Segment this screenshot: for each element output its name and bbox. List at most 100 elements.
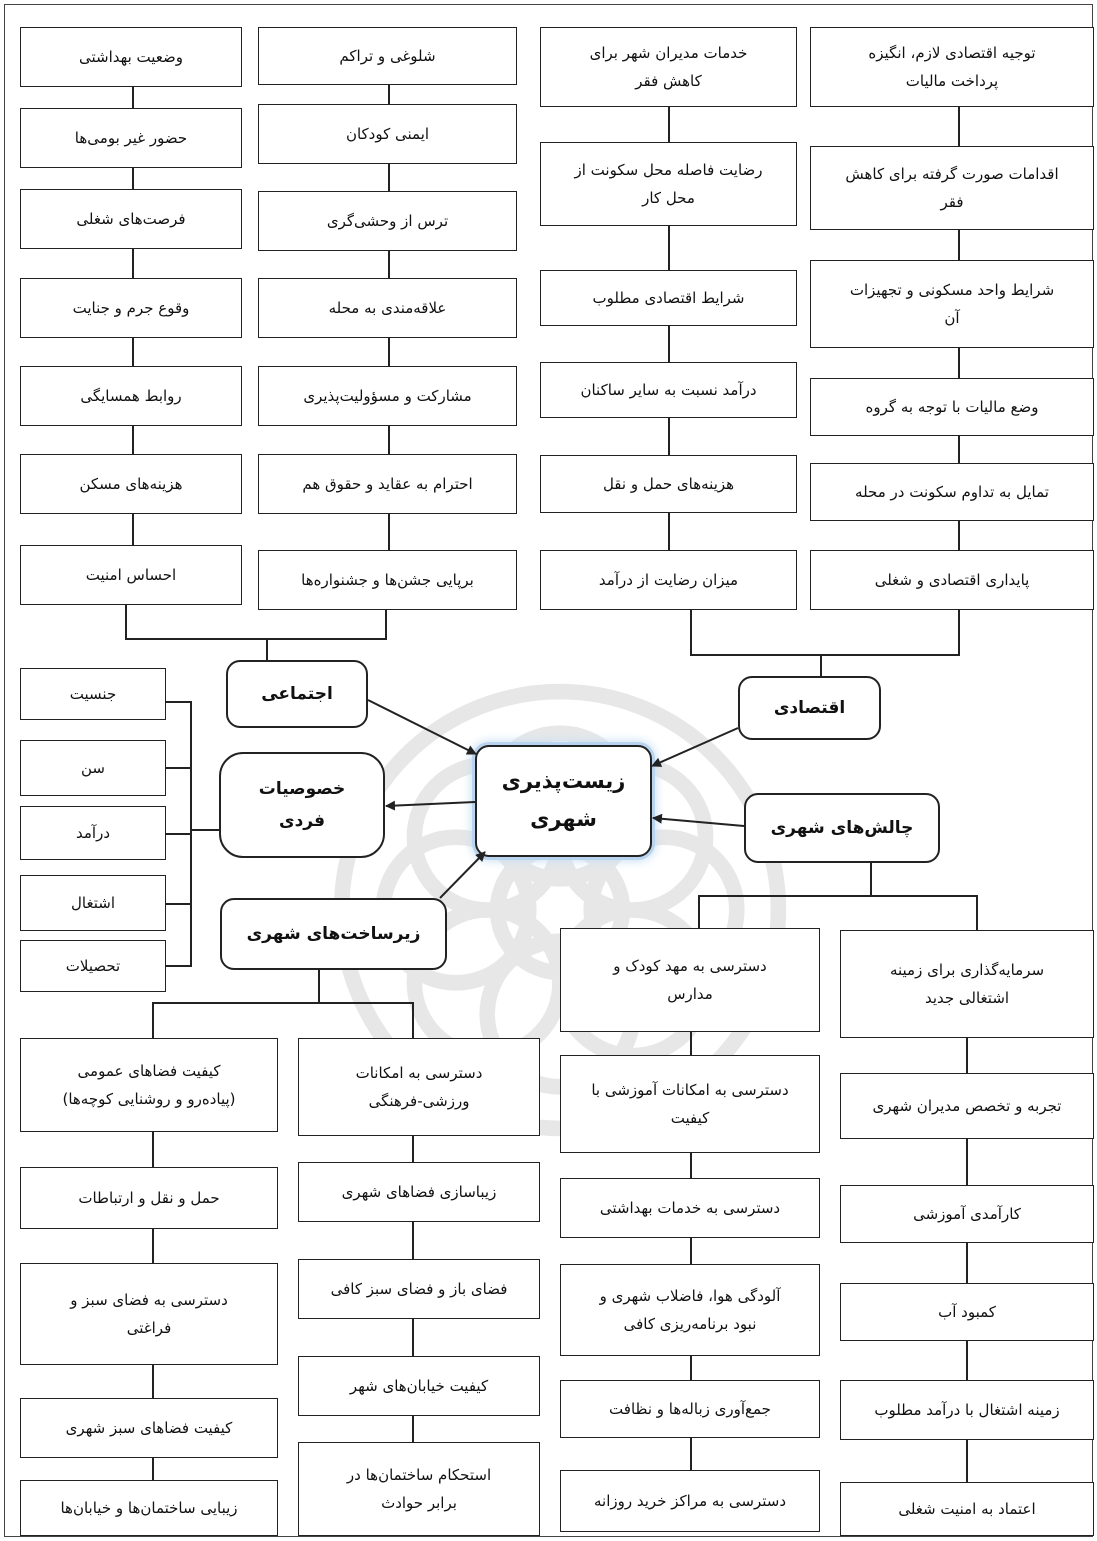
connector: [690, 654, 960, 656]
social-item-4: وقوع جرم و جنایت: [20, 278, 242, 338]
social-item-3: فرصت‌های شغلی: [20, 189, 242, 249]
connector: [958, 436, 960, 463]
infrastructure-item-6: دسترسی به امکانات ورزشی-فرهنگی: [298, 1038, 540, 1136]
infrastructure-item-9: کیفیت خیابان‌های شهر: [298, 1356, 540, 1416]
hub-social: اجتماعی: [226, 660, 368, 728]
connector: [966, 1139, 968, 1185]
challenge-item-3: دسترسی به خدمات بهداشتی: [560, 1178, 820, 1238]
challenge-item-8: تجربه و تخصص مدیران شهری: [840, 1073, 1094, 1139]
challenge-item-6: دسترسی به مراکز خرید روزانه: [560, 1470, 820, 1532]
connector: [668, 513, 670, 550]
connector: [388, 514, 390, 550]
connector: [132, 514, 134, 545]
connector: [385, 610, 387, 640]
connector: [698, 895, 700, 928]
connector: [152, 1365, 154, 1398]
economic-item-11: تمایل به تداوم سکونت در محله: [810, 463, 1094, 521]
arrow-infrastructure-to-center: [439, 851, 486, 899]
connector: [166, 965, 192, 967]
connector: [976, 895, 978, 930]
connector: [690, 1153, 692, 1178]
hub-challenges: چالش‌های شهری: [744, 793, 940, 863]
infrastructure-item-2: حمل و نقل و ارتباطات: [20, 1167, 278, 1229]
connector: [166, 701, 192, 703]
hub-individual: خصوصیات فردی: [219, 752, 385, 858]
infrastructure-item-5: زیبایی ساختمان‌ها و خیابان‌ها: [20, 1480, 278, 1536]
connector: [958, 610, 960, 656]
connector: [690, 1438, 692, 1470]
economic-item-2: رضایت فاصله محل سکونت از محل کار: [540, 142, 797, 226]
connector: [132, 168, 134, 189]
connector: [125, 605, 127, 640]
connector: [958, 348, 960, 378]
connector: [125, 638, 387, 640]
connector: [166, 833, 192, 835]
social-item-7: احساس امنیت: [20, 545, 242, 605]
connector: [870, 863, 872, 897]
connector: [958, 521, 960, 550]
connector: [690, 1238, 692, 1264]
challenge-item-7: سرمایه‌گذاری برای زمینه اشتغالی جدید: [840, 930, 1094, 1038]
economic-item-12: پایداری اقتصادی و شغلی: [810, 550, 1094, 610]
connector: [388, 426, 390, 454]
infrastructure-item-7: زیباسازی فضاهای شهری: [298, 1162, 540, 1222]
challenge-item-5: جمع‌آوری زباله‌ها و نظافت: [560, 1380, 820, 1438]
hub-economic: اقتصادی: [738, 676, 881, 740]
connector: [966, 1038, 968, 1073]
connector: [668, 107, 670, 142]
economic-item-1: خدمات مدیران شهر برای کاهش فقر: [540, 27, 797, 107]
social-item-14: برپایی جشن‌ها و جشنواره‌ها: [258, 550, 517, 610]
challenge-item-10: کمبود آب: [840, 1283, 1094, 1341]
arrow-economic-to-center: [651, 727, 739, 767]
connector: [690, 1032, 692, 1055]
connector: [958, 230, 960, 260]
connector: [388, 251, 390, 278]
economic-item-9: شرایط واحد مسکونی و تجهیزات آن: [810, 260, 1094, 348]
challenge-item-4: آلودگی هوا، فاضلاب شهری و نبود برنامه‌ری…: [560, 1264, 820, 1356]
connector: [412, 1002, 414, 1038]
economic-item-5: هزینه‌های حمل و نقل: [540, 455, 797, 513]
connector: [388, 338, 390, 366]
arrow-challenges-to-center: [652, 813, 745, 827]
connector: [190, 829, 219, 831]
social-item-13: احترام به عقاید و حقوق هم: [258, 454, 517, 514]
hub-infrastructure: زیرساخت‌های شهری: [220, 898, 447, 970]
connector: [388, 164, 390, 191]
connector: [152, 1002, 154, 1038]
connector: [166, 903, 192, 905]
challenge-item-1: دسترسی به مهد کودک و مدارس: [560, 928, 820, 1032]
connector: [152, 1458, 154, 1480]
arrow-social-to-center: [367, 699, 477, 755]
economic-item-6: میزان رضایت از درآمد: [540, 550, 797, 610]
connector: [166, 767, 192, 769]
economic-item-10: وضع مالیات با توجه به گروه: [810, 378, 1094, 436]
individual-item-5: تحصیلات: [20, 940, 166, 992]
individual-item-1: جنسیت: [20, 668, 166, 720]
infrastructure-item-10: استحکام ساختمان‌ها در برابر حوادث: [298, 1442, 540, 1536]
connector: [388, 85, 390, 104]
connector: [412, 1416, 414, 1442]
connector: [412, 1222, 414, 1259]
economic-item-8: اقدامات صورت گرفته برای کاهش فقر: [810, 146, 1094, 230]
economic-item-7: توجیه اقتصادی لازم، انگیزه پرداخت مالیات: [810, 27, 1094, 107]
social-item-8: شلوغی و تراکم: [258, 27, 517, 85]
connector: [132, 426, 134, 454]
connector: [190, 701, 192, 967]
connector: [152, 1132, 154, 1167]
economic-item-4: درآمد نسبت به سایر ساکنان: [540, 362, 797, 418]
social-item-9: ایمنی کودکان: [258, 104, 517, 164]
connector: [698, 895, 978, 897]
connector: [132, 338, 134, 366]
connector: [690, 610, 692, 656]
connector: [318, 970, 320, 1004]
connector: [668, 418, 670, 455]
connector: [820, 654, 822, 676]
challenge-item-12: اعتماد به امنیت شغلی: [840, 1482, 1094, 1536]
individual-item-4: اشتغال: [20, 875, 166, 931]
social-item-10: ترس از وحشی‌گری: [258, 191, 517, 251]
social-item-5: روابط همسایگی: [20, 366, 242, 426]
infrastructure-item-8: فضای باز و فضای سبز کافی: [298, 1259, 540, 1319]
connector: [152, 1229, 154, 1263]
connector: [958, 107, 960, 146]
